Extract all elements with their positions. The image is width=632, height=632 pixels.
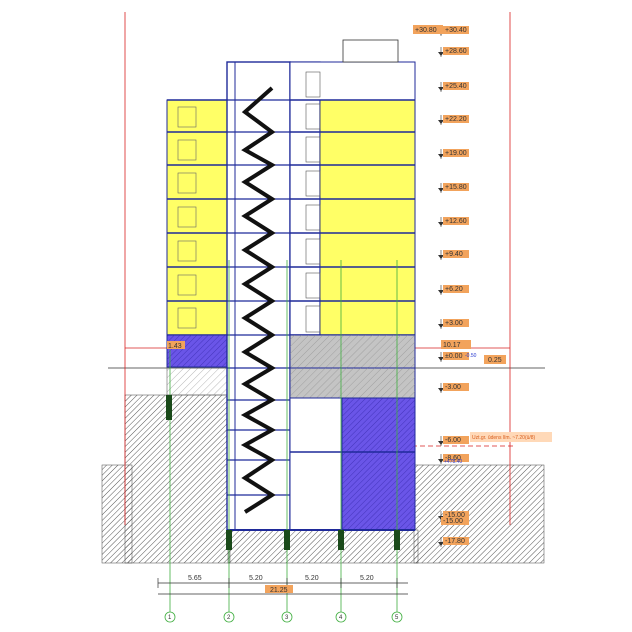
level-mark: +25.40 <box>438 82 469 92</box>
level-mark: +19.00 <box>438 149 469 159</box>
level-marks: +30.40 +28.60 +25.40 +22.20 +19.00 +15.80 +12.… <box>438 26 469 547</box>
left-wing <box>166 99 228 396</box>
water-note-text: Uzt.gr. ūdens līm. ~7.20(ū/8) <box>472 435 536 441</box>
foundation-columns <box>166 395 400 550</box>
left-basement <box>166 367 228 396</box>
axis-label: 4 <box>339 615 343 621</box>
level-mark: +12.60 <box>438 217 469 227</box>
blue-small-label: -0.50 <box>465 353 477 359</box>
axis-bubble: 4 <box>335 611 347 623</box>
level-label: ±0.00 <box>445 353 463 360</box>
elevation-1017: 10.17 <box>443 342 461 349</box>
axis-bubble: 2 <box>223 611 235 623</box>
stacked-level-label: -15.00 <box>443 518 463 525</box>
basement-parking <box>289 397 343 531</box>
level-label: +25.40 <box>445 83 467 90</box>
ground-section <box>101 394 545 564</box>
axis-label: 2 <box>227 615 231 621</box>
level-label: +28.60 <box>445 48 467 55</box>
axis-label: 1 <box>168 615 172 621</box>
axis-label: 5 <box>395 615 399 621</box>
water-level-note: Uzt.gr. ūdens līm. ~7.20(ū/8) <box>470 432 552 442</box>
level-label: +15.80 <box>445 184 467 191</box>
level-mark: +9.40 <box>438 250 469 260</box>
top-level-label: +30.80 <box>415 27 437 34</box>
level-label: +19.00 <box>445 150 467 157</box>
level-mark: ±0.00 <box>438 352 469 362</box>
level-mark: +22.20 <box>438 115 469 125</box>
top-level-mark: +30.80 <box>413 25 443 34</box>
span-dimension: 5.20 <box>249 575 263 582</box>
level-label: -3.00 <box>445 384 461 391</box>
stair-core <box>226 61 291 531</box>
level-mark: -3.00 <box>438 383 469 393</box>
level-label: -15.00 <box>445 512 465 519</box>
ground-left-lower <box>101 464 133 564</box>
level-mark: -8.60 <box>438 454 469 464</box>
level-label: +6.20 <box>445 286 463 293</box>
dimension-chain: 5.65 5.20 5.20 5.20 21.25 <box>157 575 408 595</box>
level-mark: -17.80 <box>438 537 469 547</box>
extra-marks: 10.17 0.25 1.43 +478.40 -0.50 -15.00 <box>167 340 506 525</box>
roof-box <box>342 39 399 63</box>
left-level-label: 1.43 <box>168 343 182 350</box>
ground-center <box>227 529 419 564</box>
axis-bubble: 3 <box>281 611 293 623</box>
total-dimension: 21.25 <box>270 587 288 594</box>
level-label: +22.20 <box>445 116 467 123</box>
axis-bubble: 1 <box>164 611 176 623</box>
level-label: -8.60 <box>445 455 461 462</box>
level-label: +9.40 <box>445 251 463 258</box>
right-wing <box>227 39 416 531</box>
level-label: -6.00 <box>445 437 461 444</box>
axis-bubble: 5 <box>391 611 403 623</box>
span-dimension: 5.65 <box>188 575 202 582</box>
level-mark: +28.60 <box>438 47 469 57</box>
level-mark: -6.00 <box>438 436 469 446</box>
axis-label: 3 <box>285 615 289 621</box>
level-label: -17.80 <box>445 538 465 545</box>
level-label: +30.40 <box>445 27 467 34</box>
ground-left <box>124 394 231 564</box>
level-mark: +3.00 <box>438 319 469 329</box>
span-dimension: 5.20 <box>360 575 374 582</box>
blue-elevation-label: +478.40 <box>444 459 462 465</box>
span-dimension: 5.20 <box>305 575 319 582</box>
ground-right <box>413 464 545 564</box>
level-mark: +6.20 <box>438 285 469 295</box>
level-label: +12.60 <box>445 218 467 225</box>
stair-flights <box>240 86 277 514</box>
axis-bubbles: 1 2 3 4 5 <box>164 611 403 623</box>
axis-lines <box>169 260 398 612</box>
level-label: +3.00 <box>445 320 463 327</box>
level-mark: +15.80 <box>438 183 469 193</box>
ground-offset-label: 0.25 <box>488 357 502 364</box>
